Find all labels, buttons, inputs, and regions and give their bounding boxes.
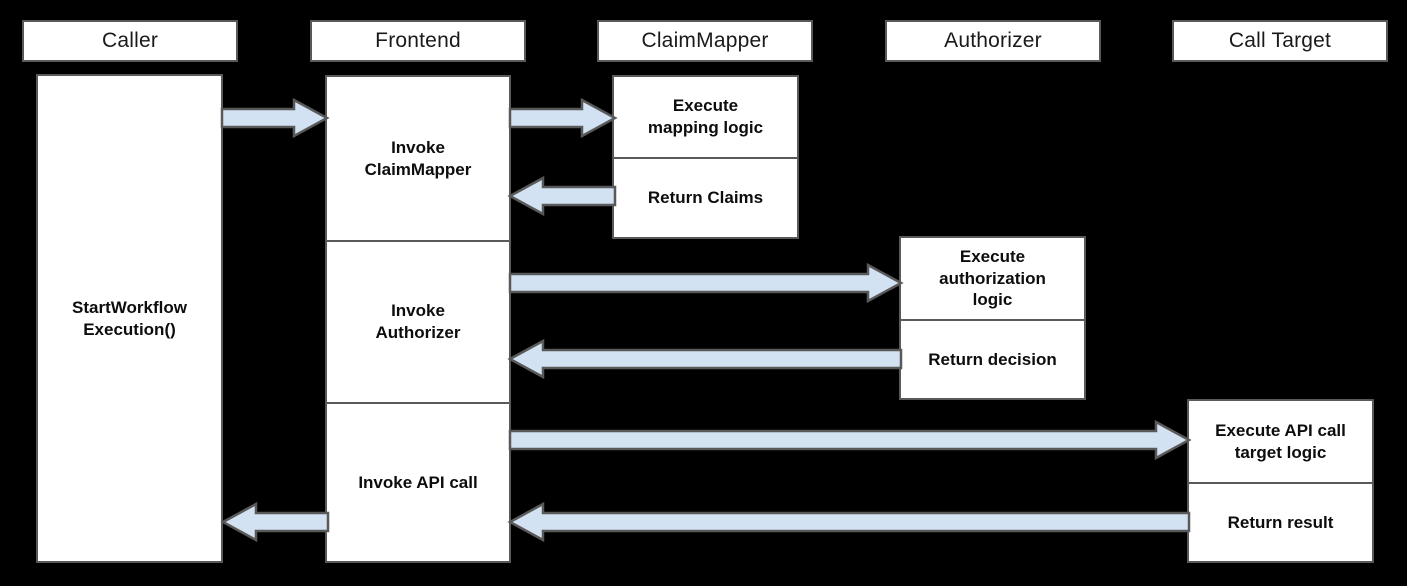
lifeline-header-calltarget-label: Call Target [1228,29,1332,53]
activation-cell-frontend-invoke-api-call-label: Invoke API call [358,472,478,492]
lifeline-header-calltarget[interactable]: Call Target [1172,20,1388,62]
lifeline-header-authorizer-label: Authorizer [944,29,1042,53]
message-arrow-claimmapper-to-frontend[interactable] [507,175,617,217]
message-arrow-frontend-to-authorizer[interactable] [508,262,904,304]
message-arrow-frontend-to-claimmapper[interactable] [508,97,618,139]
activation-cell-frontend-invoke-api-call[interactable]: Invoke API call [327,402,509,561]
lifeline-header-frontend-label: Frontend [375,29,461,53]
lifeline-header-authorizer[interactable]: Authorizer [885,20,1101,62]
activation-cell-claimmapper-return-claims[interactable]: Return Claims [614,157,797,237]
activation-cell-claimmapper-return-claims-label: Return Claims [647,188,764,208]
activation-cell-authorizer-return-decision[interactable]: Return decision [901,319,1084,398]
activation-cell-calltarget-return-result-label: Return result [1227,512,1334,532]
message-arrow-frontend-to-calltarget[interactable] [508,419,1192,461]
lifeline-header-frontend[interactable]: Frontend [310,20,526,62]
message-arrow-authorizer-to-frontend[interactable] [507,338,903,380]
message-arrow-caller-to-frontend[interactable] [220,97,330,139]
lifeline-header-caller-label: Caller [101,29,159,53]
lifeline-header-claimmapper[interactable]: ClaimMapper [597,20,813,62]
lifeline-header-claimmapper-label: ClaimMapper [641,29,769,53]
message-arrow-frontend-to-caller[interactable] [220,501,330,543]
lifeline-header-caller[interactable]: Caller [22,20,238,62]
activation-cell-calltarget-return-result[interactable]: Return result [1189,482,1372,561]
activation-cell-authorizer-return-decision-label: Return decision [928,349,1057,369]
message-arrow-calltarget-to-frontend[interactable] [507,501,1191,543]
